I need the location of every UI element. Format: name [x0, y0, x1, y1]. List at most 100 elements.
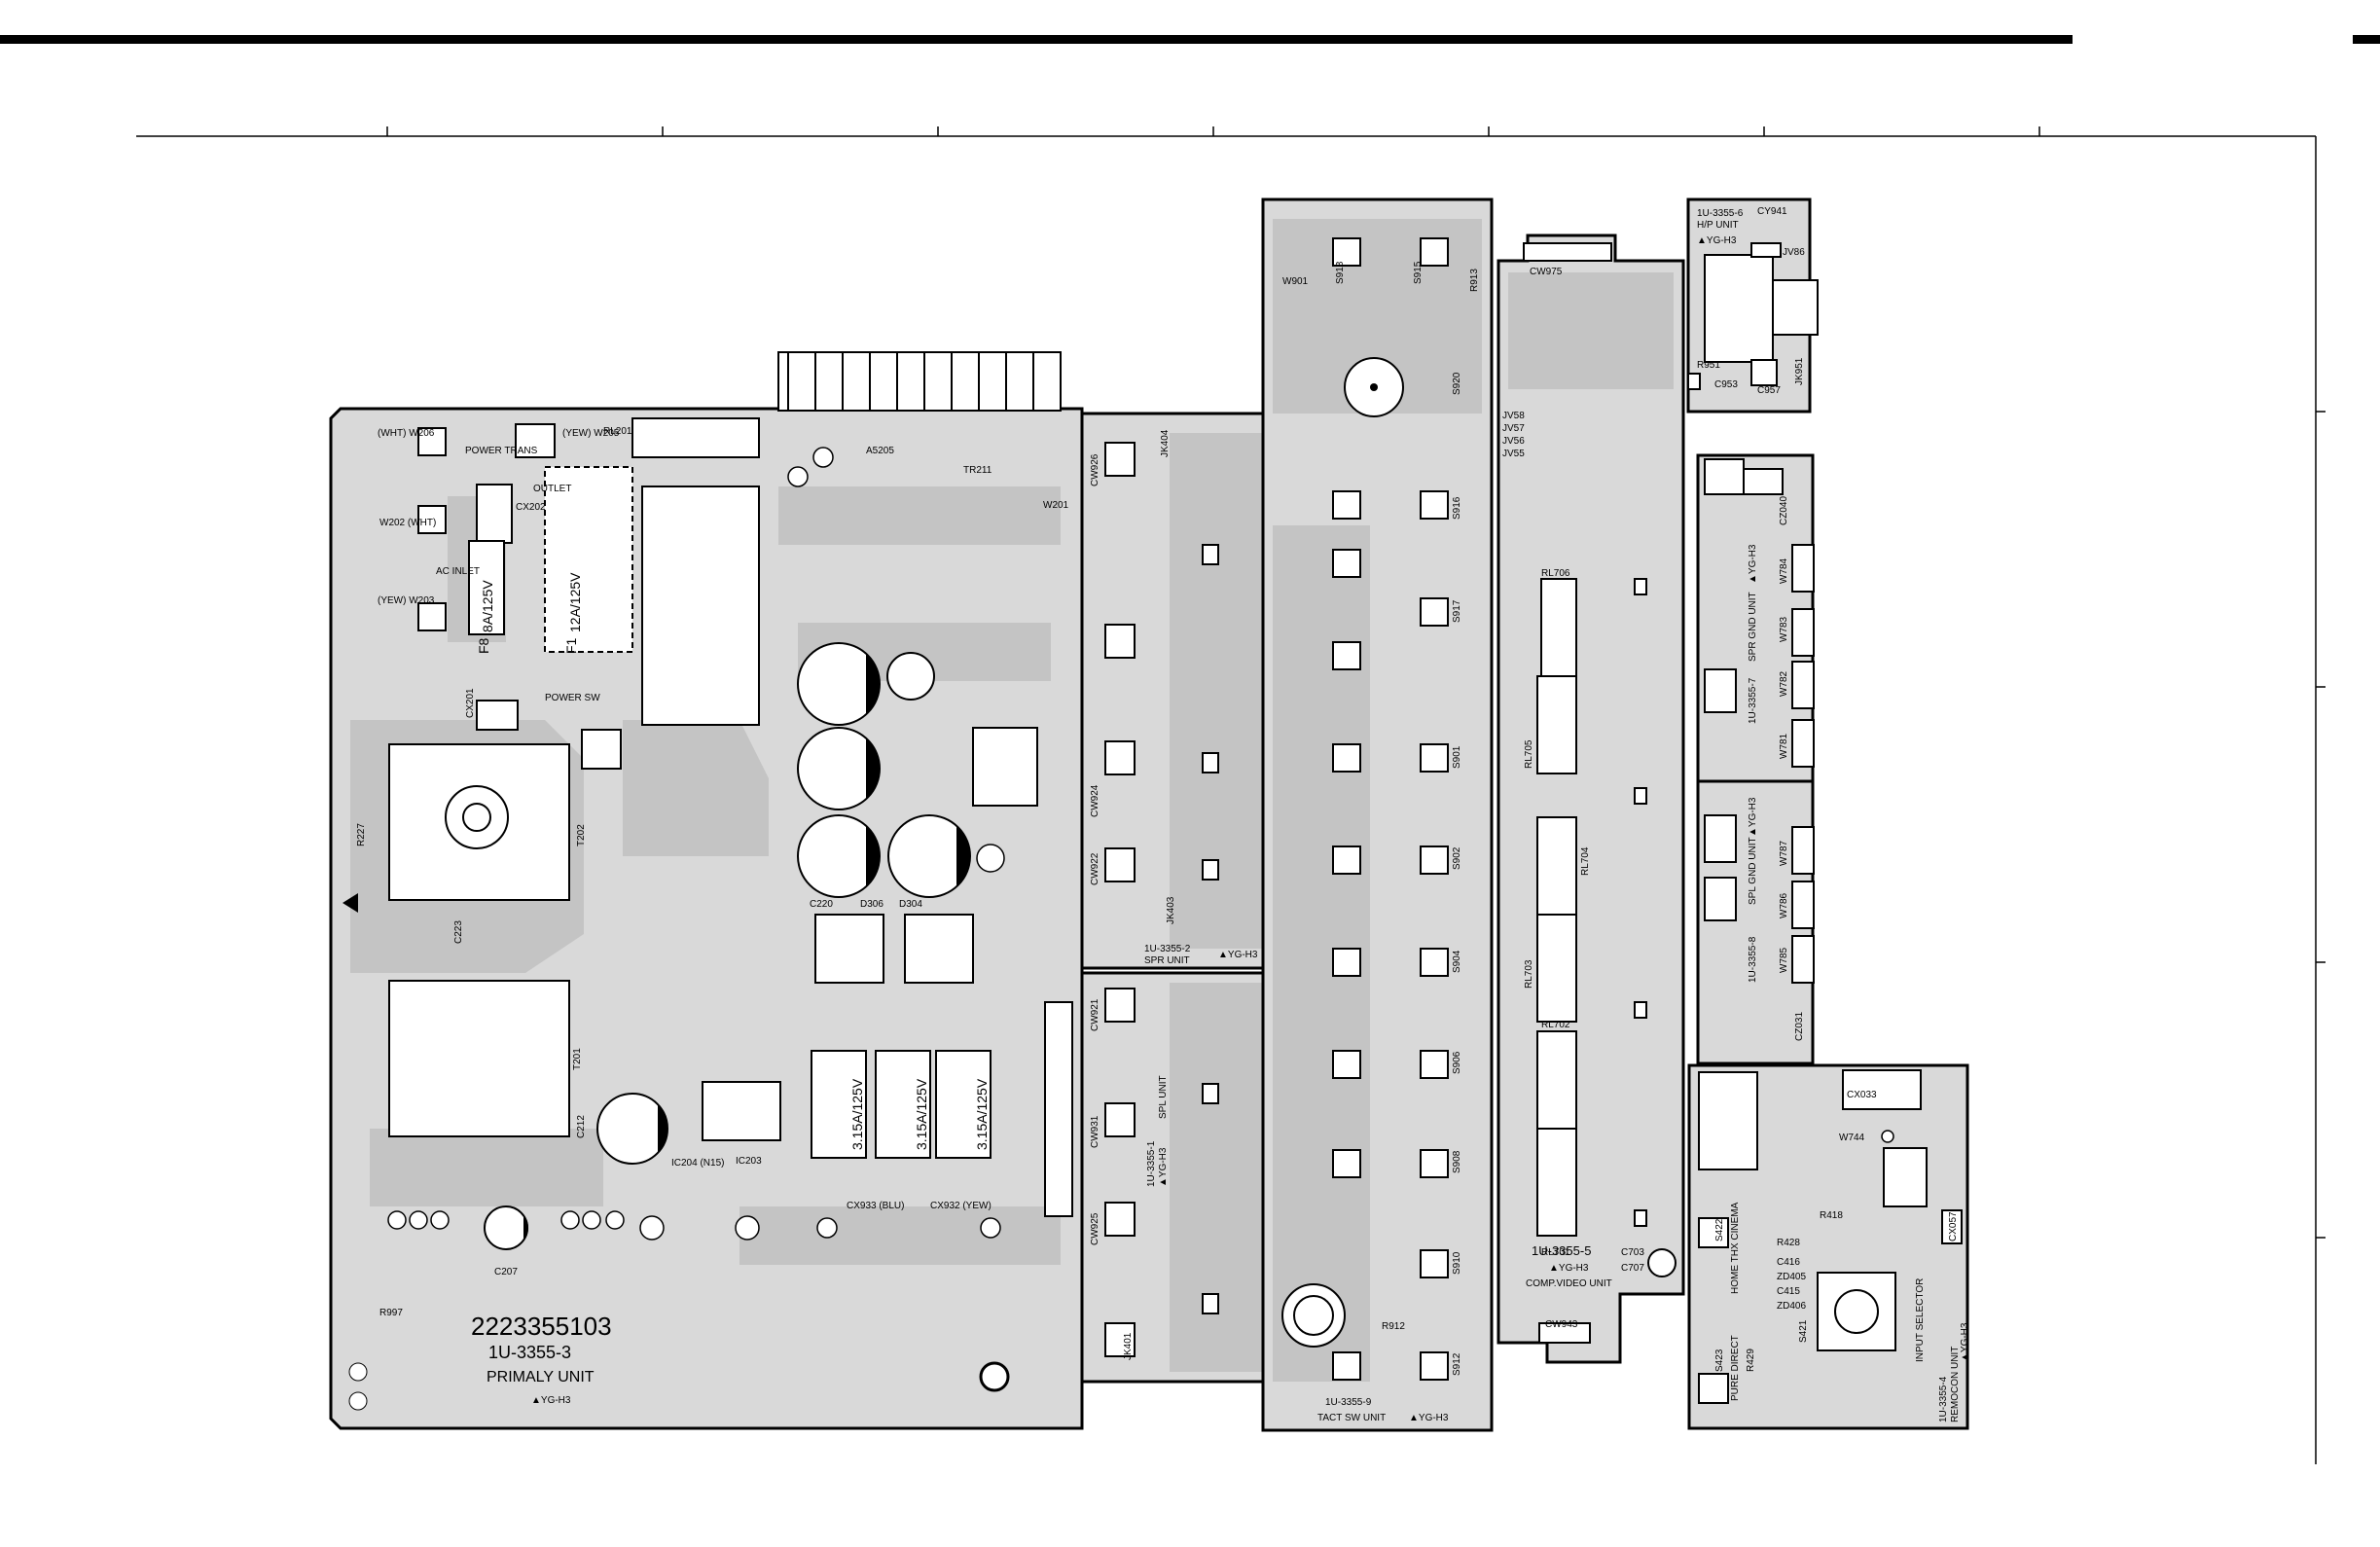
label-s920: S920	[1452, 372, 1462, 395]
spr-gnd-labels: CZ040 W784 W783 W782 W781 1U-3355-7 SPR …	[1748, 496, 1789, 759]
label-cx033: CX033	[1847, 1090, 1877, 1100]
primary-part-no: 2223355103	[471, 1312, 612, 1341]
label-w782: W782	[1779, 670, 1789, 697]
label-a5205: A5205	[866, 446, 894, 456]
label-cw921: CW921	[1090, 998, 1100, 1031]
label-cw924: CW924	[1090, 784, 1100, 817]
label-c207: C207	[494, 1267, 518, 1277]
label-c220: C220	[810, 899, 833, 910]
label-s917: S917	[1452, 599, 1462, 623]
spr-gnd-mark: ▲YG-H3	[1748, 544, 1758, 584]
label-w787: W787	[1779, 840, 1789, 866]
label-w781: W781	[1779, 733, 1789, 759]
label-r912: R912	[1382, 1321, 1405, 1332]
label-s901: S901	[1452, 745, 1462, 769]
comp-video-board	[1497, 234, 1685, 1364]
label-s904: S904	[1452, 950, 1462, 973]
label-zd406: ZD406	[1777, 1301, 1806, 1312]
label-outlet: OUTLET	[533, 484, 571, 494]
label-r951: R951	[1697, 360, 1720, 371]
label-d306: D306	[860, 899, 883, 910]
hp-unit-board	[1686, 198, 1819, 414]
tact-mark: ▲YG-H3	[1409, 1413, 1449, 1423]
hp-labels: 1U-3355-6 CY941 H/P UNIT ▲YG-H3 JV86 R95…	[1697, 206, 1805, 396]
tact-sw-labels: W901 S918 S915 R913 S920 S916 S917 S901 …	[1282, 261, 1480, 1423]
label-cw926: CW926	[1090, 453, 1100, 486]
label-w202: W202 (WHT)	[379, 518, 436, 528]
label-power-trans: POWER TRANS	[465, 446, 538, 456]
label-fuse-315-a: 3.15A/125V	[849, 1078, 865, 1150]
label-cw975: CW975	[1530, 267, 1563, 277]
label-s915: S915	[1413, 261, 1424, 284]
label-rl704: RL704	[1580, 846, 1591, 876]
label-s912: S912	[1452, 1352, 1462, 1376]
spr-gnd-unit-name: SPR GND UNIT	[1748, 592, 1758, 662]
label-jv55: JV55	[1502, 449, 1525, 459]
comp-unit-code: 1U-3355-5	[1532, 1243, 1591, 1258]
label-f1: F1	[563, 637, 579, 654]
label-s422: S422	[1714, 1218, 1725, 1241]
label-cw931: CW931	[1090, 1115, 1100, 1148]
comp-video-labels: CW975 JV58 JV57 JV56 JV55 RL706 RL705 RL…	[1502, 267, 1644, 1330]
label-f8: F8	[476, 637, 491, 654]
label-rl201: RL201	[603, 426, 632, 437]
remocon-unit-name: REMOCON UNIT	[1950, 1347, 1961, 1422]
hp-unit-name: H/P UNIT	[1697, 220, 1739, 231]
label-w744: W744	[1839, 1133, 1865, 1143]
hp-mark: ▲YG-H3	[1697, 235, 1737, 246]
label-r428: R428	[1777, 1238, 1800, 1248]
label-w786: W786	[1779, 892, 1789, 918]
label-c703: C703	[1621, 1247, 1644, 1258]
primary-unit-code: 1U-3355-3	[488, 1343, 571, 1362]
label-r429: R429	[1746, 1349, 1756, 1372]
label-c223: C223	[453, 920, 464, 944]
label-fuse-8a: 8A/125V	[480, 580, 495, 632]
label-s906: S906	[1452, 1051, 1462, 1074]
label-c707: C707	[1621, 1263, 1644, 1274]
label-w205: (YEW) W205	[562, 428, 620, 439]
label-cx201: CX201	[465, 688, 476, 718]
label-s908: S908	[1452, 1150, 1462, 1173]
comp-mark: ▲YG-H3	[1549, 1263, 1589, 1274]
primary-mark: ▲YG-H3	[531, 1395, 571, 1406]
label-rl703: RL703	[1524, 959, 1534, 989]
label-jk401: JK401	[1123, 1332, 1134, 1360]
label-d304: D304	[899, 899, 922, 910]
label-jv58: JV58	[1502, 411, 1525, 421]
label-w203: (YEW) W203	[378, 595, 435, 606]
tact-unit-name: TACT SW UNIT	[1317, 1413, 1386, 1423]
spr-unit-code: 1U-3355-2	[1144, 944, 1191, 954]
label-rl701: RL701	[1541, 1247, 1570, 1258]
label-w201: W201	[1043, 500, 1069, 511]
spl-unit-name: SPL UNIT	[1158, 1075, 1169, 1119]
primary-labels: (WHT) W206 (YEW) W205 POWER TRANS RL201 …	[356, 426, 1069, 1406]
spl-mark: ▲YG-H3	[1158, 1147, 1169, 1187]
spr-mark: ▲YG-H3	[1218, 950, 1258, 960]
label-s902: S902	[1452, 846, 1462, 870]
label-s423: S423	[1714, 1349, 1725, 1372]
label-w784: W784	[1779, 558, 1789, 584]
spl-gnd-board	[1696, 779, 1815, 1065]
label-input-selector: INPUT SELECTOR	[1915, 1278, 1926, 1362]
label-cx057: CX057	[1948, 1211, 1959, 1241]
label-rl702: RL702	[1541, 1020, 1570, 1030]
spr-unit-board	[1080, 412, 1269, 970]
label-cx933: CX933 (BLU)	[847, 1201, 904, 1211]
label-cw943: CW943	[1545, 1319, 1578, 1330]
label-c953: C953	[1714, 379, 1738, 390]
label-power-sw: POWER SW	[545, 693, 600, 703]
tact-unit-code: 1U-3355-9	[1325, 1397, 1372, 1408]
label-home-thx: HOME THX CINEMA	[1730, 1202, 1741, 1294]
drawing-frame	[136, 126, 2326, 1464]
label-fuse-315-c: 3.15A/125V	[974, 1078, 990, 1150]
label-fuse-315-b: 3.15A/125V	[914, 1078, 929, 1150]
label-tr211: TR211	[963, 465, 992, 476]
spl-gnd-unit-name: SPL GND UNIT	[1748, 837, 1758, 905]
label-rl706: RL706	[1541, 568, 1570, 579]
label-s916: S916	[1452, 496, 1462, 520]
header-rule	[0, 35, 2073, 44]
label-w783: W783	[1779, 616, 1789, 642]
label-r227: R227	[356, 823, 367, 846]
spl-unit-code: 1U-3355-1	[1146, 1140, 1157, 1187]
label-r418: R418	[1820, 1210, 1843, 1221]
